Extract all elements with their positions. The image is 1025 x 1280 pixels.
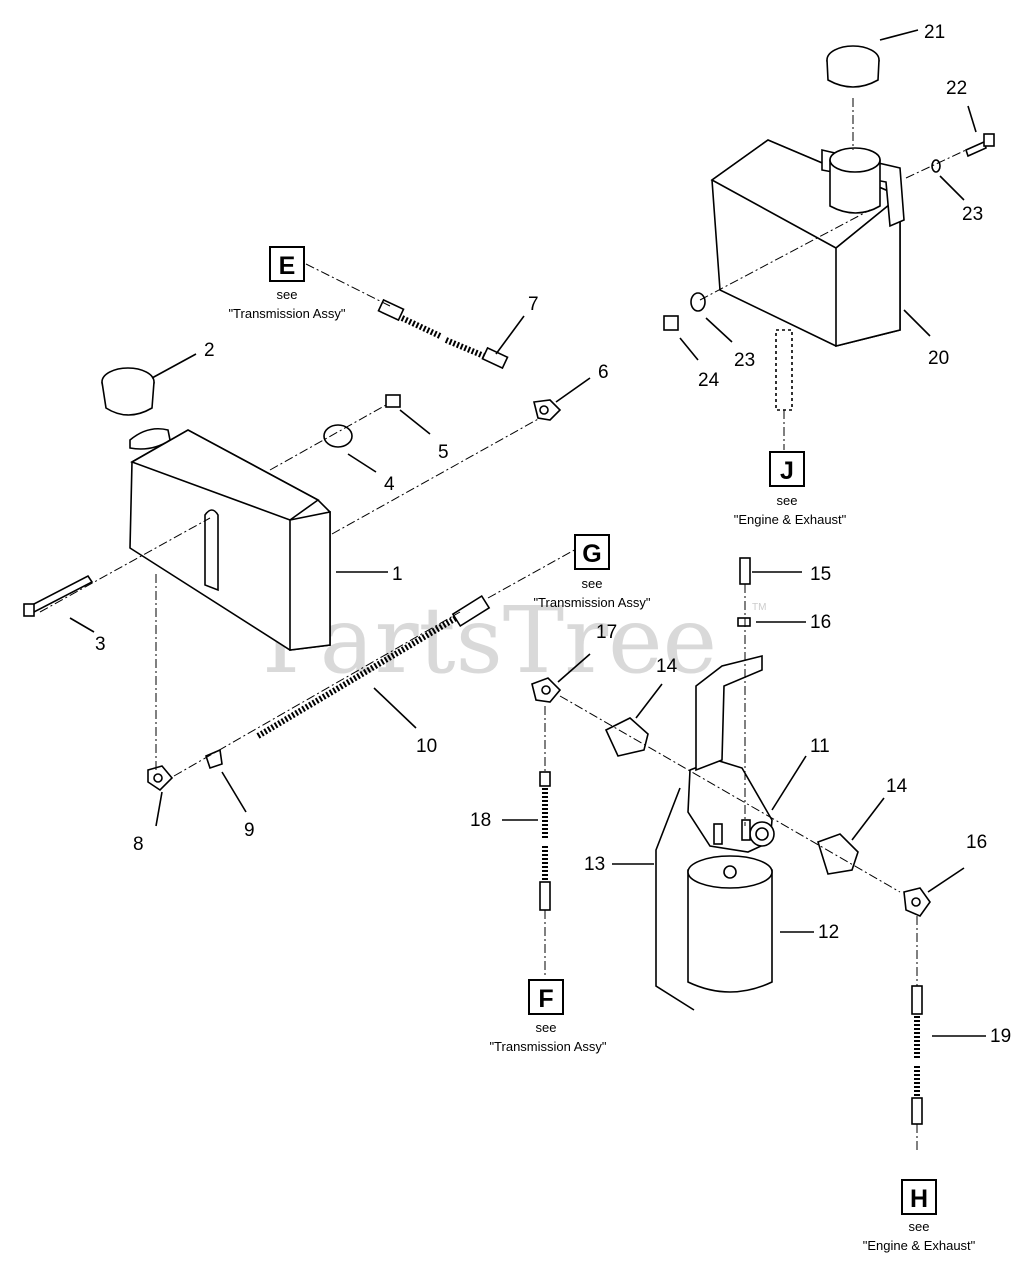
callout-11: 11 [810,736,830,757]
ref-letter-h: H [910,1185,928,1213]
callout-23a: 23 [962,204,983,225]
ref-see-j: see [777,493,798,508]
hose-19[interactable] [911,985,923,1125]
nut-5[interactable] [385,394,401,408]
adapter-fitting-14b[interactable] [817,833,859,875]
hose-7[interactable] [377,298,509,370]
hose-18[interactable] [539,771,551,911]
mounting-bracket [695,654,763,772]
washer-23b[interactable] [690,292,706,312]
callouts: 1 2 3 4 5 6 7 8 9 10 11 12 13 14 14 15 1… [95,22,1011,1047]
leader-lines [69,29,986,1037]
ref-box-g[interactable]: G see "Transmission Assy" [533,534,651,610]
callout-16b: 16 [966,832,987,853]
hydraulic-tank-1[interactable] [129,427,331,651]
ref-box-e[interactable]: E see "Transmission Assy" [228,246,346,321]
ref-letter-e: E [279,252,296,280]
callout-13: 13 [584,854,605,875]
ref-letter-f: F [538,985,553,1013]
callout-14b: 14 [886,776,908,797]
reservoir-tank-20[interactable] [710,139,905,348]
callout-7: 7 [528,294,539,315]
elbow-fitting-16b[interactable] [903,887,931,917]
elbow-fitting-17[interactable] [531,677,562,703]
ref-box-f[interactable]: F see "Transmission Assy" [489,979,607,1054]
ref-see-f: see [536,1020,557,1035]
callout-9: 9 [244,820,255,841]
callout-2: 2 [204,340,215,361]
filter-assy-bracket-13 [655,787,695,1011]
callout-19: 19 [990,1026,1011,1047]
callout-10: 10 [416,736,437,757]
callout-16a: 16 [810,612,831,633]
callout-20: 20 [928,348,949,369]
watermark-tm: TM [752,602,766,613]
hose-stub-j [775,329,793,411]
tank-cap-2[interactable] [101,367,155,416]
callout-8: 8 [133,834,144,855]
callout-15: 15 [810,564,831,585]
callout-4: 4 [384,474,395,495]
ref-label-e: "Transmission Assy" [228,306,345,321]
callout-22: 22 [946,78,967,99]
ref-letter-g: G [582,540,601,568]
watermark: PartsTree [262,587,717,694]
adapter-fitting-14a[interactable] [604,717,649,757]
ref-see-e: see [277,287,298,302]
washer-4[interactable] [323,424,353,448]
callout-1: 1 [392,564,403,585]
washer-23a[interactable] [931,159,941,173]
mounting-bolt-3[interactable] [23,574,94,617]
tank-cap-21[interactable] [826,45,880,88]
ref-label-j: "Engine & Exhaust" [734,512,847,527]
callout-18: 18 [470,810,491,831]
callout-5: 5 [438,442,449,463]
ref-see-g: see [582,576,603,591]
filter-head-11[interactable] [687,759,775,853]
callout-12: 12 [818,922,839,943]
filter-12[interactable] [687,855,773,993]
callout-3: 3 [95,634,106,655]
callout-21: 21 [924,22,945,43]
callout-6: 6 [598,362,609,383]
ref-label-f: "Transmission Assy" [489,1039,606,1054]
callout-14a: 14 [656,656,678,677]
callout-24: 24 [698,370,720,391]
elbow-fitting-6[interactable] [533,399,562,421]
hose-10[interactable] [256,594,491,739]
bolt-22[interactable] [965,133,995,158]
callout-23b: 23 [734,350,755,371]
ref-box-h[interactable]: H see "Engine & Exhaust" [863,1179,976,1253]
ref-label-g: "Transmission Assy" [533,595,650,610]
ref-label-h: "Engine & Exhaust" [863,1238,976,1253]
elbow-fitting-8[interactable] [147,765,174,792]
washer-16a[interactable] [737,617,751,627]
bolt-15[interactable] [739,557,751,585]
ref-see-h: see [909,1219,930,1234]
nut-24[interactable] [663,315,679,331]
callout-17: 17 [596,622,617,643]
ref-letter-j: J [780,457,794,485]
ref-box-j[interactable]: J see "Engine & Exhaust" [734,451,847,527]
center-lines [39,98,967,1150]
